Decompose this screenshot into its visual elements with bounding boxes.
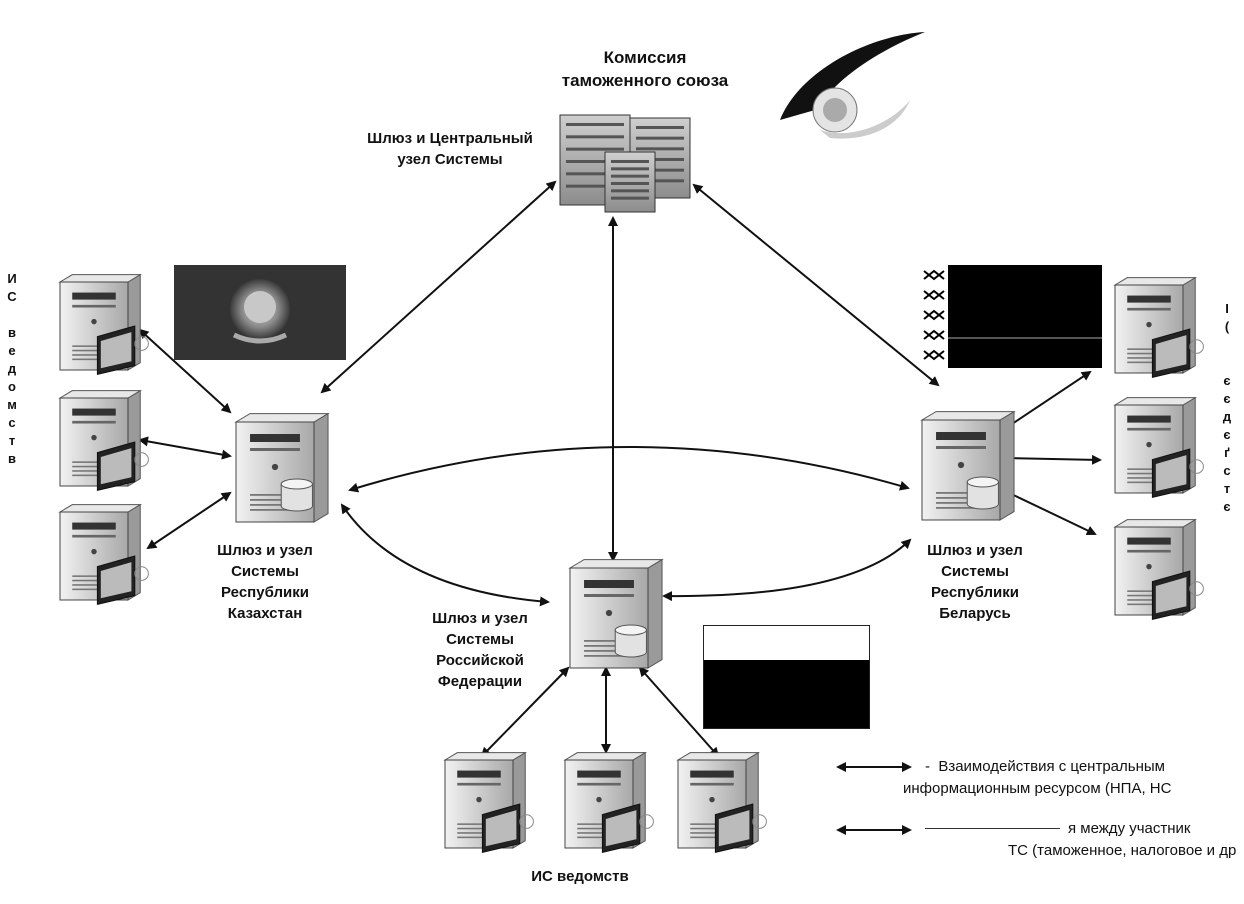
server-gateway-kazakhstan: [234, 412, 330, 523]
arrow-kz-is3: [146, 491, 232, 550]
arrow-by-is3: [1001, 488, 1097, 536]
flag-russia-white-stripe: [704, 626, 869, 660]
is-left-char: [5, 306, 19, 324]
flag-russia: [703, 625, 870, 729]
is-left-char: в: [8, 451, 16, 466]
monitor-icon: [96, 441, 149, 492]
label-commission: Комиссия таможенного союза: [561, 48, 729, 90]
database-icon: [966, 476, 999, 510]
server-rack-icon: [559, 114, 691, 213]
is-right-char: є: [1223, 427, 1231, 442]
is-right-char: I: [1225, 301, 1229, 316]
kazakhstan-sun-icon: [174, 265, 346, 360]
arrow-by-is1: [1001, 370, 1092, 432]
server-is-right-1: [1113, 276, 1204, 379]
arrow-central-belarus: [692, 183, 940, 387]
arrow-ru-is3: [638, 666, 720, 758]
label-central-gateway: Шлюз и Центральный узел Системы: [367, 130, 533, 168]
arrow-kz-is1: [138, 328, 232, 414]
is-right-char: с: [1223, 463, 1231, 478]
is-right-char: [1220, 336, 1234, 354]
is-right-char: є: [1223, 391, 1231, 406]
connection-arrows: [138, 180, 1102, 758]
server-nodes: [58, 114, 1204, 854]
server-is-bottom-1: [443, 751, 534, 854]
legend-redaction-line: [925, 828, 1060, 829]
is-left-char: о: [8, 379, 16, 394]
arrow-kazakhstan-russia: [340, 503, 550, 607]
is-left-char: т: [8, 433, 16, 448]
arrow-belarus-russia: [662, 538, 912, 602]
database-icon: [614, 624, 647, 658]
is-left-char: е: [8, 343, 16, 358]
monitor-icon: [1151, 570, 1204, 621]
server-gateway-belarus: [920, 410, 1016, 521]
is-right-char: є: [1223, 373, 1231, 388]
database-icon: [280, 478, 313, 512]
belarus-ornament-icon: [920, 265, 1102, 368]
label-kazakhstan-gateway: Шлюз и узел Системы Республики Казахстан: [217, 542, 313, 622]
is-right-char: (: [1224, 319, 1230, 334]
server-is-left-1: [58, 273, 149, 376]
is-right-char: ґ: [1224, 445, 1230, 460]
arrow-by-is2: [1001, 453, 1102, 465]
is-left-char: с: [8, 415, 16, 430]
server-is-bottom-2: [563, 751, 654, 854]
monitor-icon: [601, 803, 654, 854]
server-is-left-2: [58, 389, 149, 492]
is-right-char: д: [1222, 409, 1232, 424]
label-belarus-gateway: Шлюз и узел Системы Республики Беларусь: [927, 542, 1023, 622]
arrow-central-kazakhstan: [320, 180, 557, 394]
legend-text-2: информационным ресурсом (НПА, НС: [903, 780, 1172, 797]
is-right-char: т: [1223, 481, 1231, 496]
monitor-icon: [96, 555, 149, 606]
arrow-kz-is2: [138, 436, 232, 460]
legend-text-1: - Взаимодействия с центральным: [925, 758, 1165, 775]
server-is-left-3: [58, 503, 149, 606]
legend-text-4: ТС (таможенное, налоговое и др: [1008, 842, 1237, 859]
monitor-icon: [1151, 448, 1204, 499]
flag-belarus: [920, 265, 1102, 368]
arrow-ru-is1: [480, 666, 570, 758]
is-left-char: д: [7, 361, 17, 376]
server-is-right-2: [1113, 396, 1204, 499]
arrow-kazakhstan-belarus: [348, 446, 910, 493]
monitor-icon: [714, 803, 767, 854]
server-is-right-3: [1113, 518, 1204, 621]
is-left-char: в: [8, 325, 16, 340]
monitor-icon: [96, 325, 149, 376]
legend-text-3: я между участник: [1068, 820, 1191, 837]
label-russia-gateway: Шлюз и узел Системы Российской Федерации: [432, 610, 528, 690]
monitor-icon: [1151, 328, 1204, 379]
is-left-char: С: [7, 289, 17, 304]
is-right-char: є: [1223, 499, 1231, 514]
server-is-bottom-3: [676, 751, 767, 854]
is-left-char: м: [7, 397, 17, 412]
label-is-bottom: ИС ведомств: [531, 868, 629, 885]
customs-union-emblem-icon: [780, 32, 925, 139]
flag-kazakhstan: [174, 265, 346, 360]
server-gateway-russia: [568, 558, 664, 669]
is-left-char: И: [7, 271, 17, 286]
is-right-char: [1220, 354, 1234, 372]
legend-arrows: [836, 762, 912, 835]
monitor-icon: [481, 803, 534, 854]
